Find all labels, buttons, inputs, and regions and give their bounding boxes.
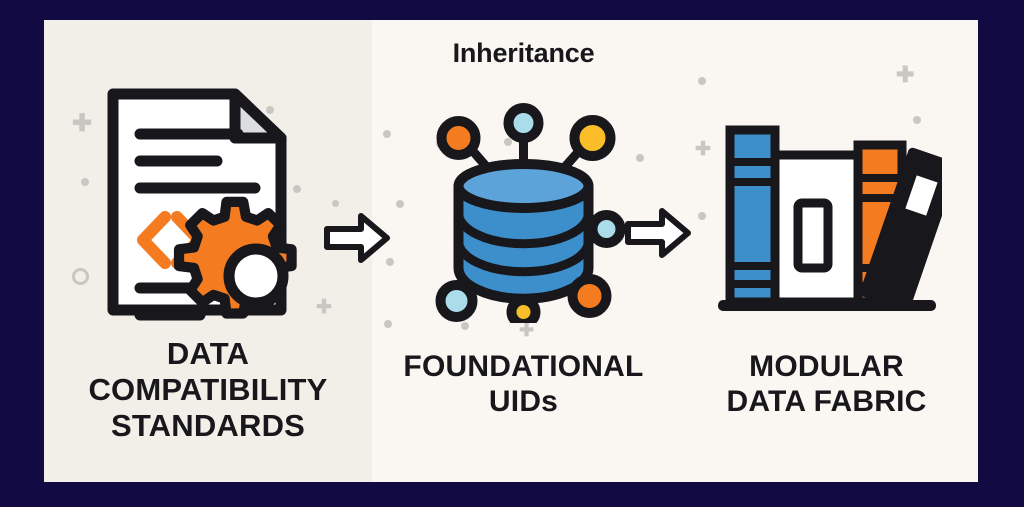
decor-plus-icon: ✚: [72, 110, 93, 137]
decor-dot-icon: [81, 178, 89, 186]
panel-data-compatibility-standards: ✚ ✚ ✚: [44, 20, 372, 482]
caption-line: FOUNDATIONAL: [403, 350, 644, 384]
diagram-board: ✚ ✚ ✚: [44, 20, 978, 482]
decor-dot-icon: [383, 130, 391, 138]
panel-modular-data-fabric: ✚ ✚: [675, 20, 978, 482]
bookshelf-icon: [712, 100, 959, 325]
caption-data-compatibility-standards: DATA COMPATIBILITY STANDARDS: [44, 336, 372, 444]
decor-ring-icon: [72, 268, 89, 285]
decor-plus-icon: ✚: [519, 320, 535, 340]
decor-plus-icon: ✚: [896, 62, 915, 87]
section-title: Inheritance: [452, 38, 595, 68]
decor-plus-icon: ✚: [316, 297, 332, 318]
caption-modular-data-fabric: MODULAR DATA FABRIC: [675, 350, 978, 420]
caption-line: MODULAR: [749, 350, 904, 384]
document-code-gear-icon: [103, 82, 313, 322]
arrow-right-icon-1: [323, 210, 391, 266]
decor-plus-icon: ✚: [695, 139, 711, 160]
caption-line: UIDs: [488, 385, 559, 419]
decor-dot-icon: [698, 77, 706, 85]
decor-dot-icon: [698, 212, 706, 220]
database-nodes-icon: [416, 98, 631, 329]
arrow-right-icon-2: [624, 205, 692, 261]
decor-dot-icon: [396, 200, 404, 208]
decor-dot-icon: [384, 320, 392, 328]
caption-foundational-uids: FOUNDATIONAL UIDs: [372, 350, 675, 420]
caption-line: DATA: [166, 336, 250, 372]
panel-foundational-uids: Inheritance ✚: [372, 20, 675, 482]
caption-line: DATA FABRIC: [726, 385, 927, 419]
decor-dot-icon: [332, 200, 339, 207]
caption-line: COMPATIBILITY: [88, 372, 328, 408]
caption-line: STANDARDS: [110, 408, 306, 444]
decor-dot-icon: [461, 322, 469, 330]
decor-dot-icon: [636, 154, 644, 162]
